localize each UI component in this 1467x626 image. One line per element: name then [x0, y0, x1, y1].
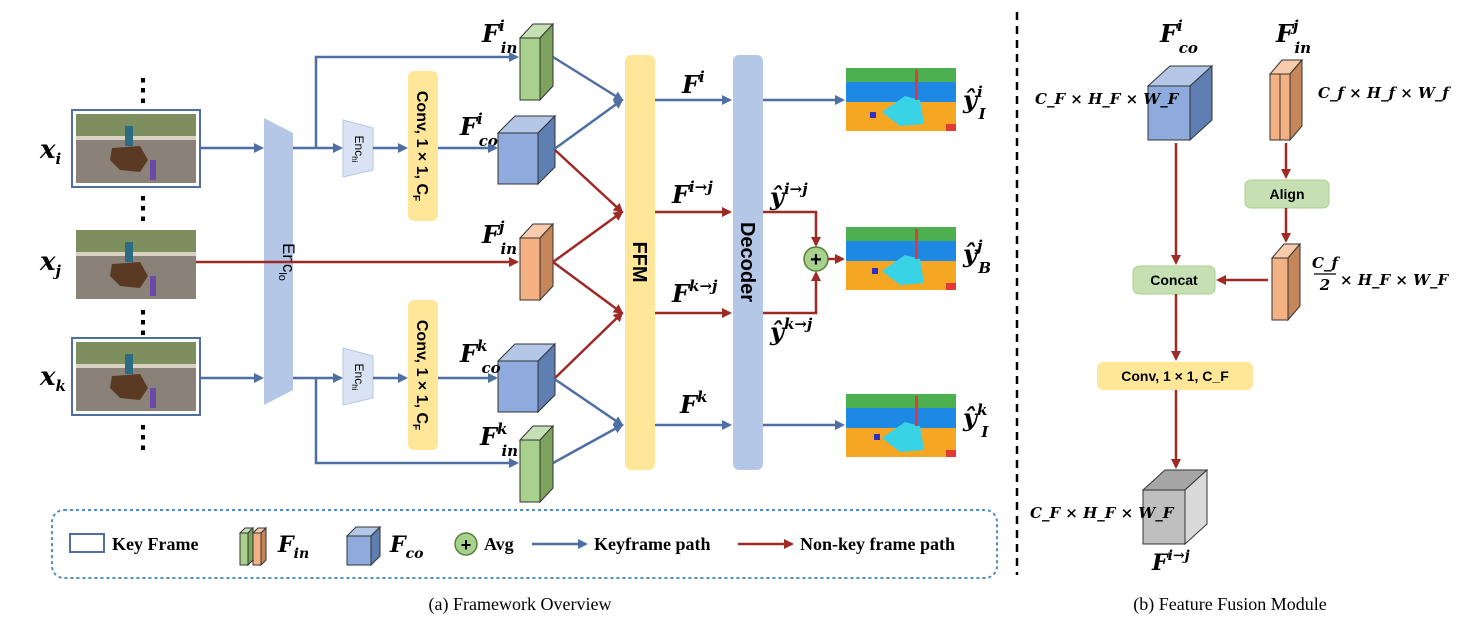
frame-xk-thumbnail [71, 337, 201, 416]
conv-block-top [408, 71, 438, 221]
frame-xj-thumbnail [76, 230, 196, 299]
enc-hi-block-top [342, 119, 374, 178]
concat-label: Concat [1150, 272, 1198, 288]
ffm-label: FFM [628, 241, 650, 282]
label-f-ij: Fi→j [671, 178, 713, 209]
ellipsis-top: ⋮ [128, 74, 158, 107]
keyframe-paths [200, 52, 845, 468]
legend-f-co-swatch [345, 525, 382, 567]
seg-map-j [846, 227, 956, 290]
seg-map-k [846, 394, 956, 457]
caption-a: (a) Framework Overview [429, 594, 612, 615]
avg-plus: + [810, 249, 822, 271]
legend-avg-icon [454, 532, 478, 556]
ellipsis-mid-1: ⋮ [128, 192, 158, 225]
concat-box [1132, 265, 1216, 295]
align-label: Align [1270, 186, 1305, 202]
legend-keyframe-label: Keyframe path [594, 534, 710, 554]
label-y-kj: ŷk→j [769, 315, 813, 346]
cube-b-output [1141, 468, 1209, 546]
dims-b-half-num: C_f [1312, 254, 1340, 272]
cube-b-f-in [1268, 58, 1304, 142]
frame-xi-thumbnail [71, 109, 201, 188]
nonkey-paths [196, 149, 845, 379]
cube-f-co-i [496, 114, 557, 186]
decoder-label: Decoder [736, 222, 758, 302]
dims-b-in: C_f × H_f × W_f [1318, 84, 1451, 102]
legend-f-in-swatch [238, 526, 268, 567]
label-f-k: Fk [679, 388, 707, 419]
label-xj: xj [39, 247, 62, 280]
decoder-block [733, 55, 763, 470]
label-f-i: Fi [681, 68, 705, 99]
cube-b-f-co [1146, 64, 1214, 142]
cube-f-in-k [518, 424, 555, 504]
conv-label-b: Conv, 1 × 1, C_F [1121, 368, 1229, 384]
cube-f-in-i [518, 22, 555, 102]
dims-b-out: C_F × H_F × W_F [1030, 504, 1175, 522]
ffm-block [625, 55, 655, 470]
legend-key-frame-label: Key Frame [112, 534, 198, 554]
cube-b-f-half [1270, 242, 1302, 322]
dims-b-half-den: 2 [1319, 276, 1330, 294]
enc-hi-label-bottom: Enchi [350, 364, 366, 391]
legend-box [51, 509, 998, 579]
conv-block-bottom [408, 300, 438, 450]
conv-box-b [1097, 362, 1253, 390]
legend-key-frame-swatch [69, 533, 105, 553]
cube-f-in-j [518, 222, 555, 302]
panel-b-arrows [1171, 143, 1291, 469]
enc-lo-label: Enclo [276, 243, 298, 281]
legend-f-in-label: Fin [277, 532, 309, 562]
conv-label-bottom: Conv, 1 × 1, CF [410, 320, 430, 430]
label-xi: xi [39, 135, 62, 168]
conv-label-top: Conv, 1 × 1, CF [410, 91, 430, 201]
legend-nonkey-label: Non-key frame path [800, 534, 955, 554]
cube-f-co-k [496, 342, 557, 414]
label-b-out: Fi→j [1151, 548, 1190, 576]
dims-b-co: C_F × H_F × W_F [1035, 90, 1180, 108]
legend-f-co-label: Fco [389, 532, 424, 562]
label-f-kj: Fk→j [671, 277, 718, 308]
dims-b-half-rest: × H_F × W_F [1340, 271, 1449, 289]
ellipsis-mid-2: ⋮ [128, 306, 158, 339]
ellipsis-bottom: ⋮ [128, 421, 158, 454]
label-xk: xk [39, 362, 66, 395]
label-y-ij: ŷi→j [769, 180, 808, 211]
seg-map-i [846, 68, 956, 131]
enc-hi-block-bottom [342, 347, 374, 406]
legend-avg-plus: + [461, 535, 472, 555]
legend-avg-label: Avg [484, 534, 514, 554]
caption-b: (b) Feature Fusion Module [1133, 594, 1326, 615]
enc-hi-label-top: Enchi [350, 136, 366, 163]
